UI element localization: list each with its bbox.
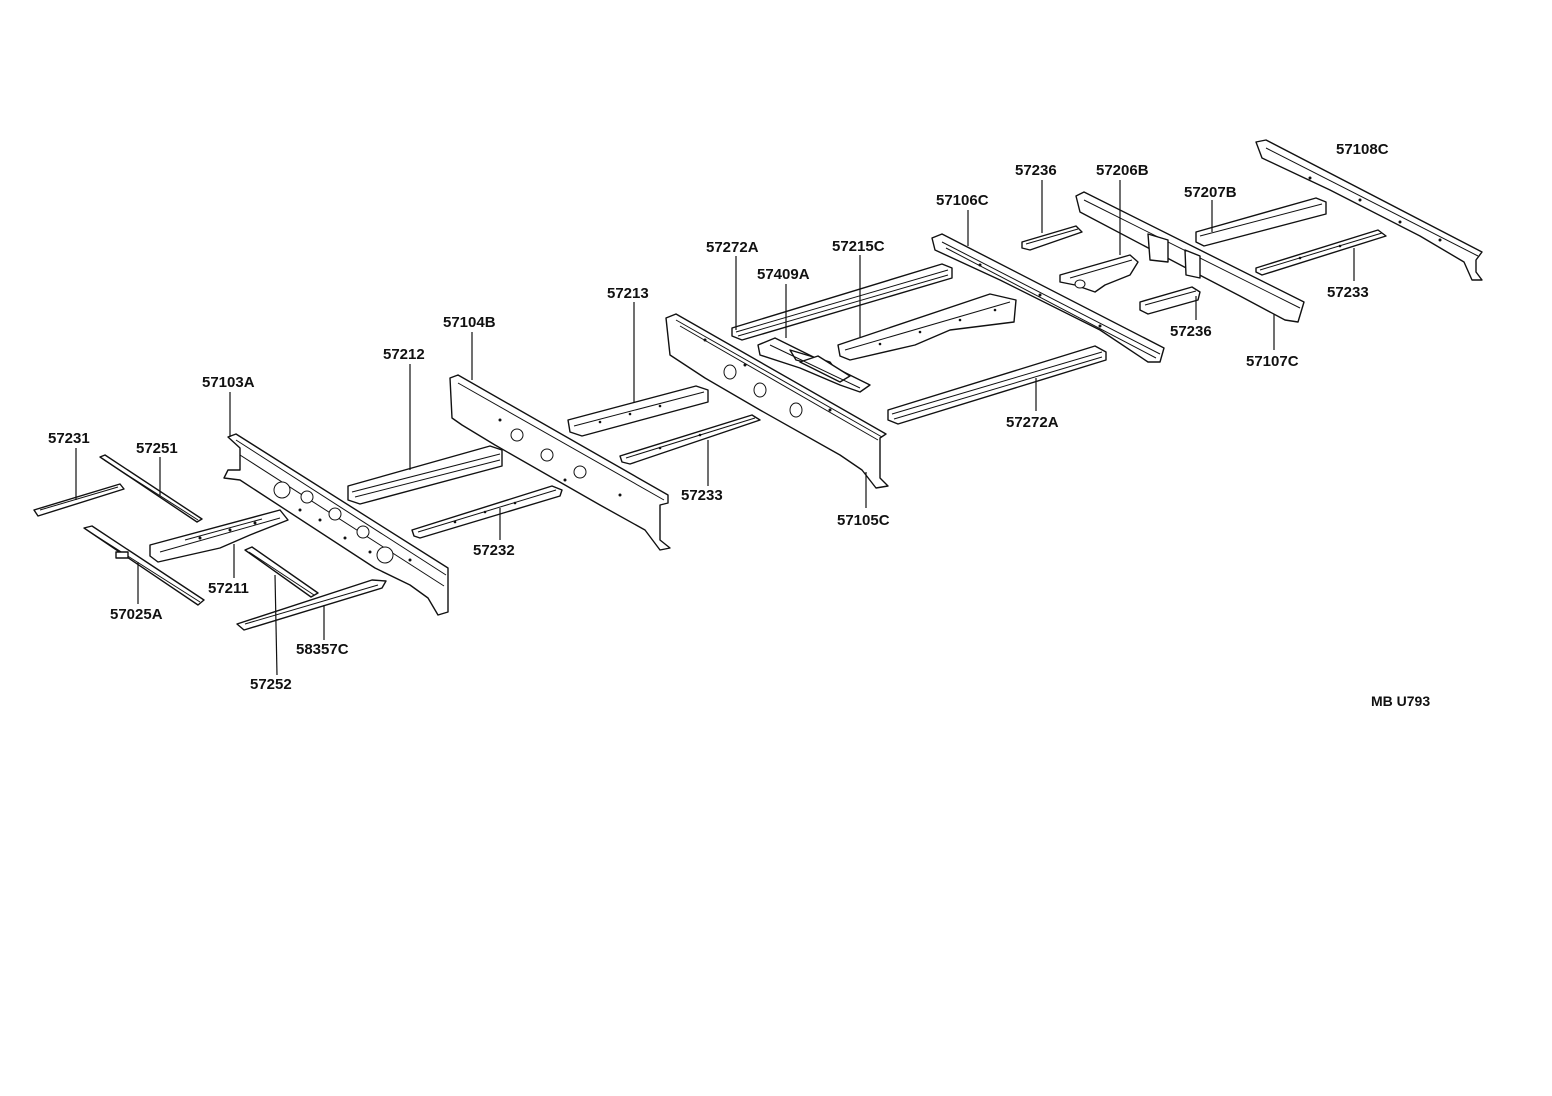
callout-57233-right: 57233 [1327, 284, 1369, 301]
callout-57106C: 57106C [936, 192, 989, 209]
callout-57409A: 57409A [757, 266, 810, 283]
part-57213-drawing [567, 385, 709, 437]
callout-58357C: 58357C [296, 641, 349, 658]
part-57103A-drawing [223, 433, 449, 616]
callout-57236-top: 57236 [1015, 162, 1057, 179]
part-57107C-drawing [1075, 191, 1305, 323]
part-58357C-drawing [236, 579, 387, 631]
callout-57252: 57252 [250, 676, 292, 693]
part-57106C-drawing [931, 233, 1165, 363]
part-57231-drawing [33, 483, 125, 517]
callout-57105C: 57105C [837, 512, 890, 529]
callout-57231: 57231 [48, 430, 90, 447]
part-57215C-drawing [837, 293, 1017, 361]
callout-57206B: 57206B [1096, 162, 1149, 179]
part-57233b-drawing [1255, 229, 1387, 276]
callout-57215C: 57215C [832, 238, 885, 255]
callout-57213: 57213 [607, 285, 649, 302]
callout-57211: 57211 [208, 580, 249, 597]
callout-57236-bottom: 57236 [1170, 323, 1212, 340]
callout-57108C: 57108C [1336, 141, 1389, 158]
part-57272A-top-drawing [731, 263, 953, 341]
callout-57272A-top: 57272A [706, 239, 759, 256]
part-57236-bottom-drawing [1139, 286, 1201, 315]
callout-57232: 57232 [473, 542, 515, 559]
callout-57104B: 57104B [443, 314, 496, 331]
callout-57107C: 57107C [1246, 353, 1299, 370]
part-57104B-drawing [449, 374, 671, 551]
part-57232-drawing [411, 485, 563, 539]
callout-57272A-bottom: 57272A [1006, 414, 1059, 431]
part-57252-drawing [244, 546, 319, 598]
part-57251-drawing [99, 454, 203, 523]
part-57212-drawing [347, 445, 503, 505]
part-57207B-drawing [1195, 197, 1327, 247]
part-57105C-drawing [665, 313, 889, 489]
part-57233a-drawing [619, 414, 761, 465]
part-57409A-drawing [757, 337, 871, 393]
diagram-code: MB U793 [1371, 693, 1430, 709]
part-57025A-drawing [83, 525, 205, 606]
callout-57103A: 57103A [202, 374, 255, 391]
part-57206B-drawing [1059, 254, 1139, 293]
part-57108C-drawing [1255, 139, 1483, 281]
callout-57251: 57251 [136, 440, 178, 457]
callout-57212: 57212 [383, 346, 425, 363]
callout-57233-middle: 57233 [681, 487, 723, 504]
part-57272A-bottom-drawing [887, 345, 1107, 425]
part-57236-top-drawing [1021, 225, 1083, 251]
leader-lines [75, 180, 1355, 676]
part-57211-drawing [149, 509, 289, 563]
callout-57025A: 57025A [110, 606, 163, 623]
callout-57207B: 57207B [1184, 184, 1237, 201]
